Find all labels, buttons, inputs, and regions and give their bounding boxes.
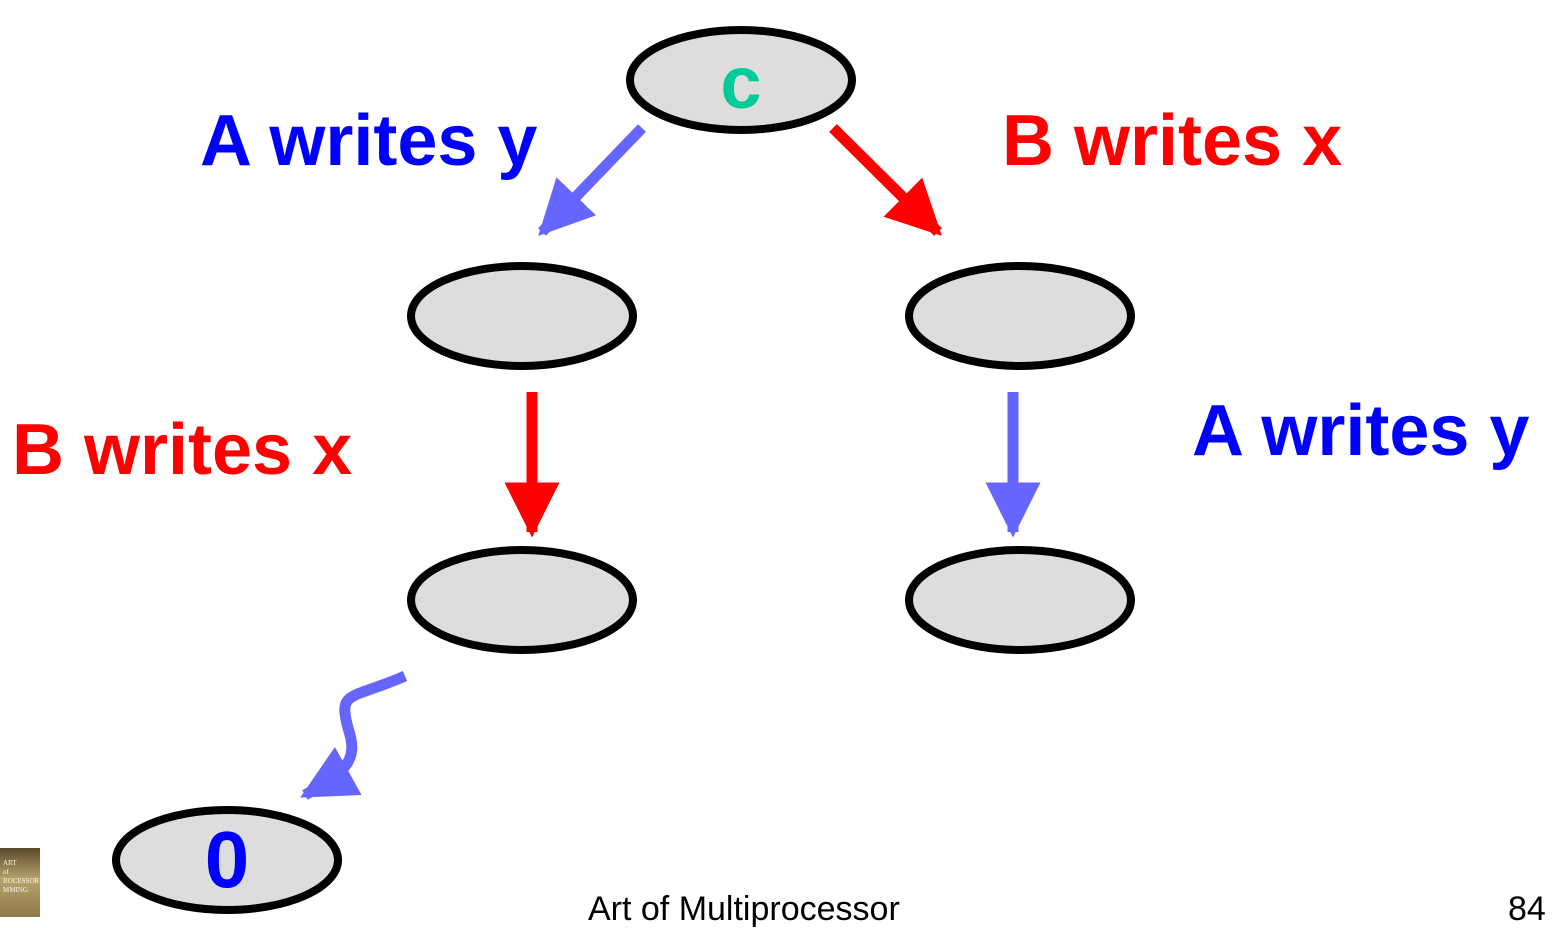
footer-title: Art of Multiprocessor [588, 890, 900, 928]
edge-root-to-right-arrow [829, 124, 942, 236]
edge-root-to-left-arrow [538, 124, 646, 236]
final-node-label: 0 [204, 815, 250, 904]
book-line-1: ART [3, 859, 17, 867]
squiggle-to-final-arrow [300, 670, 408, 800]
label-b-writes-x-mid: B writes x [12, 410, 353, 490]
root-node [626, 26, 856, 134]
left-node [407, 262, 637, 370]
book-line-2: of [3, 868, 9, 876]
book-cover-icon: ART of ROCESSOR MMING [0, 848, 40, 917]
root-node-label: c [720, 41, 762, 124]
book-line-3: ROCESSOR [3, 877, 40, 885]
label-b-writes-x-top: B writes x [1002, 101, 1343, 181]
right-node [905, 262, 1135, 370]
page-number: 84 [1508, 890, 1546, 928]
bottom-left-node [407, 546, 637, 654]
bottom-right-node [905, 546, 1135, 654]
label-a-writes-y-mid: A writes y [1192, 391, 1530, 471]
label-a-writes-y-top: A writes y [200, 101, 538, 181]
book-line-4: MMING [3, 886, 28, 894]
final-node [112, 806, 342, 914]
